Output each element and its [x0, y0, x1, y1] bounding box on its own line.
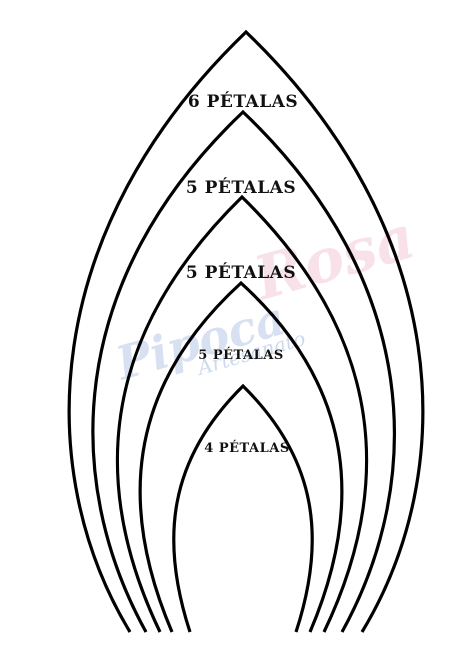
petal-label-6: 6 PÉTALAS — [188, 91, 298, 112]
petal-label-5c: 5 PÉTALAS — [198, 347, 283, 363]
petal-outline-5a — [91, 109, 397, 633]
petal-labels: 6 PÉTALAS 5 PÉTALAS 5 PÉTALAS 5 PÉTALAS … — [186, 91, 298, 456]
petal-outline-5b — [115, 194, 369, 633]
petal-outline-5c — [138, 280, 344, 633]
petal-outline-4 — [172, 383, 314, 633]
petal-outline-6 — [67, 29, 425, 633]
petal-outlines — [67, 29, 425, 633]
petal-label-5b: 5 PÉTALAS — [186, 262, 296, 283]
petal-label-4: 4 PÉTALAS — [204, 440, 289, 456]
petal-label-5a: 5 PÉTALAS — [186, 177, 296, 198]
